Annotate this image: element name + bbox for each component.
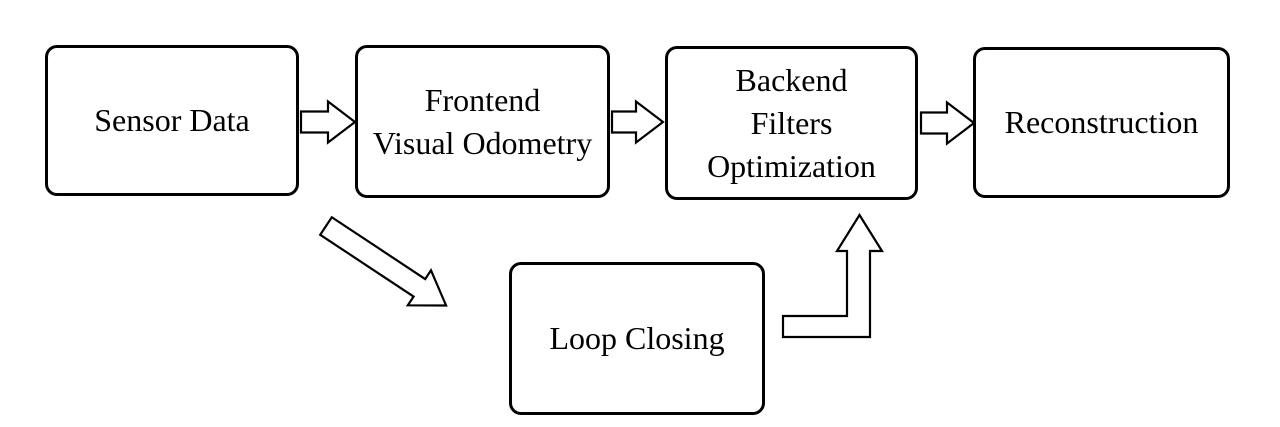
- node-backend-filters-optimization-label: Backend Filters Optimization: [707, 61, 876, 184]
- node-frontend-visual-odometry-label: Frontend Visual Odometry: [372, 81, 593, 161]
- node-reconstruction-label: Reconstruction: [1004, 104, 1199, 140]
- arrow-backend-to-reconstruction: [919, 100, 976, 146]
- node-frontend-visual-odometry: Frontend Visual Odometry: [355, 45, 610, 198]
- arrow-sensor-to-frontend: [299, 99, 357, 145]
- node-sensor-data-label: Sensor Data: [94, 102, 250, 138]
- node-loop-closing-label: Loop Closing: [549, 320, 725, 356]
- arrow-sensor-to-loop-closing: [318, 215, 448, 307]
- node-backend-filters-optimization: Backend Filters Optimization: [665, 46, 918, 200]
- node-loop-closing: Loop Closing: [509, 262, 765, 415]
- arrow-frontend-to-backend: [610, 99, 665, 145]
- arrow-loop-closing-to-backend: [781, 212, 884, 339]
- node-reconstruction: Reconstruction: [973, 47, 1230, 198]
- node-sensor-data: Sensor Data: [45, 45, 299, 196]
